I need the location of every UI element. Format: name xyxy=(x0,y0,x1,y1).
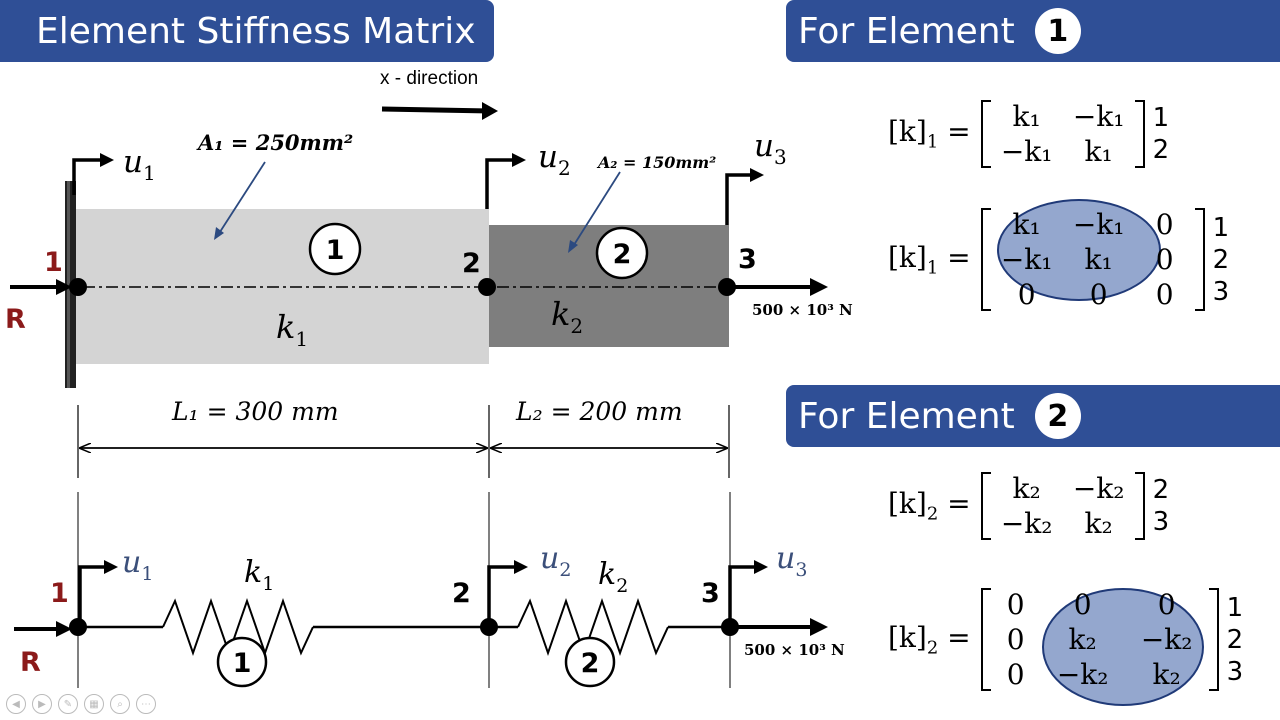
slides-grid-icon[interactable]: ▦ xyxy=(84,694,104,714)
area1-pointer xyxy=(217,161,266,236)
area2-label: A₂ = 150mm² xyxy=(596,153,716,172)
reaction-label-spring: R xyxy=(20,647,41,678)
u2-arrow-spring xyxy=(487,565,516,620)
matrix-element2-global-lhs: [k]2 = xyxy=(888,620,971,659)
spring-element1-number: 1 xyxy=(233,648,252,679)
spring-k2 xyxy=(517,597,669,657)
spring-element1-circle xyxy=(216,636,268,688)
bar-and-spring-diagram: A₁ = 250mm² A₂ = 150mm² 1 2 k1 k2 1 2 3 … xyxy=(5,102,853,688)
u3-label-bar: u3 xyxy=(754,128,787,169)
highlight-ellipse-element2 xyxy=(1042,588,1204,706)
x-direction-arrowhead xyxy=(482,102,498,120)
spring-node2-label: 2 xyxy=(452,578,471,609)
spring-k1 xyxy=(162,597,314,657)
x-direction-label: x - direction xyxy=(380,68,479,89)
node3-label: 3 xyxy=(738,244,757,275)
element2-header-number: 2 xyxy=(1034,393,1081,439)
u2-arrow-bar xyxy=(485,158,514,209)
slideshow-controls: ◀ ▶ ✎ ▦ ⌕ ⋯ xyxy=(6,694,156,714)
reaction-label-bar: R xyxy=(5,304,26,335)
element1-header-number: 1 xyxy=(1034,8,1081,54)
element1-banner: For Element 1 xyxy=(786,0,1280,62)
next-slide-icon[interactable]: ▶ xyxy=(32,694,52,714)
spring-node3-dot xyxy=(721,618,739,636)
node3-dot xyxy=(718,278,736,296)
x-direction-arrow xyxy=(381,106,491,114)
area2-pointer xyxy=(571,171,621,249)
element1-number: 1 xyxy=(326,235,345,266)
bar-k2-label: k2 xyxy=(551,295,583,338)
matrix-element2-local-lhs: [k]2 = xyxy=(888,487,971,525)
element1-header-label: For Element xyxy=(798,10,1015,52)
node1-dot xyxy=(69,278,87,296)
pen-icon[interactable]: ✎ xyxy=(58,694,78,714)
dimension-L1-label: L₁ = 300 mm xyxy=(171,397,339,426)
bar-k1-label: k1 xyxy=(276,308,308,351)
spring-k2-label: k2 xyxy=(598,557,628,597)
area1-label: A₁ = 250mm² xyxy=(196,130,353,155)
matrix-element1-global-lhs: [k]1 = xyxy=(888,240,971,279)
element2-number: 2 xyxy=(613,239,632,270)
matrix-element1-local-lhs: [k]1 = xyxy=(888,115,971,153)
u3-arrow-bar xyxy=(725,173,752,225)
u2-label-spring: u2 xyxy=(540,541,571,581)
spring-element2-circle xyxy=(564,636,616,688)
node2-label: 2 xyxy=(462,248,481,279)
previous-slide-icon[interactable]: ◀ xyxy=(6,694,26,714)
spring-node2-dot xyxy=(480,618,498,636)
u1-label-spring: u1 xyxy=(122,545,153,585)
node1-label: 1 xyxy=(44,247,63,278)
u1-label-bar: u1 xyxy=(123,144,156,185)
spring-node1-label: 1 xyxy=(50,578,69,609)
node2-dot xyxy=(478,278,496,296)
zoom-icon[interactable]: ⌕ xyxy=(110,694,130,714)
bar-segment-1 xyxy=(76,209,489,364)
more-options-icon[interactable]: ⋯ xyxy=(136,694,156,714)
element2-banner: For Element 2 xyxy=(786,385,1280,447)
spring-element2-number: 2 xyxy=(581,648,600,679)
page-title: Element Stiffness Matrix xyxy=(36,10,476,52)
element2-circle xyxy=(595,226,649,280)
spring-node3-label: 3 xyxy=(701,578,720,609)
u1-arrow-spring xyxy=(78,565,106,620)
u1-arrow-bar xyxy=(72,158,102,195)
u2-label-bar: u2 xyxy=(538,139,571,180)
u3-arrow-spring xyxy=(728,565,756,620)
element2-header-label: For Element xyxy=(798,395,1015,437)
u3-label-spring: u3 xyxy=(776,541,807,581)
title-banner: Element Stiffness Matrix xyxy=(0,0,494,62)
load-label-spring: 500 × 10³ N xyxy=(744,641,845,659)
dimension-L2-label: L₂ = 200 mm xyxy=(515,397,683,426)
element1-circle xyxy=(308,222,362,276)
highlight-ellipse-element1 xyxy=(997,199,1161,301)
spring-node1-dot xyxy=(69,618,87,636)
spring-k1-label: k1 xyxy=(244,555,274,595)
load-label-bar: 500 × 10³ N xyxy=(752,301,853,319)
